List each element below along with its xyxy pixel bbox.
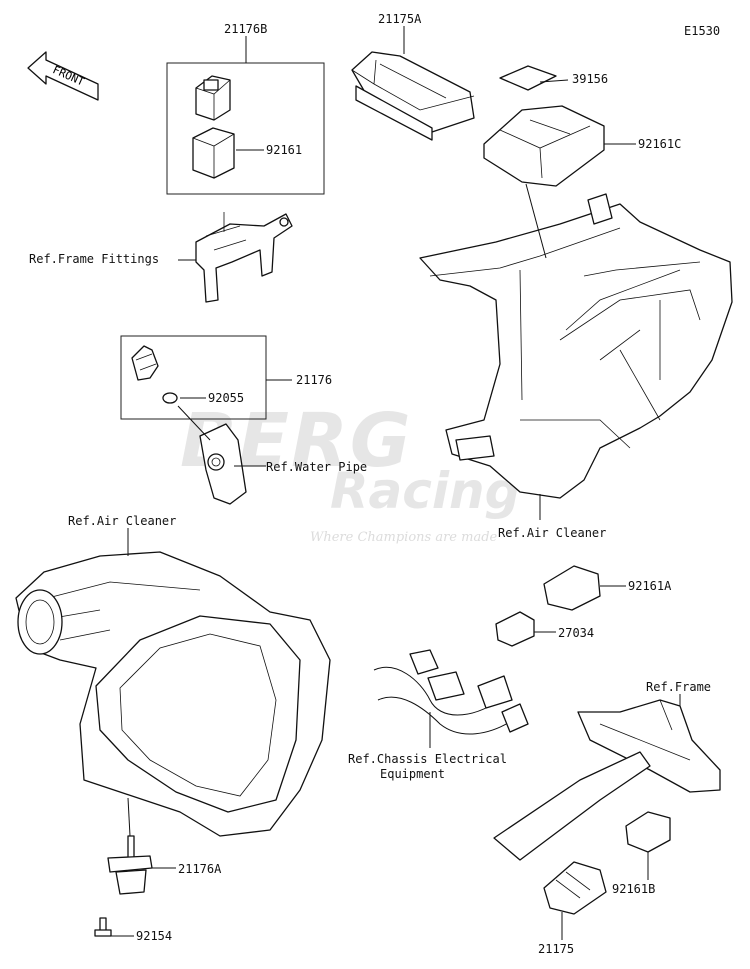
rear-frame-section: [419, 193, 733, 499]
holder-92161C: [483, 105, 605, 187]
part-92161B: 92161B: [612, 882, 656, 896]
ref-chassis-equipment: Equipment: [380, 767, 446, 781]
part-92161: 92161: [266, 143, 303, 157]
sensor-21176: [131, 345, 178, 404]
front-arrow-icon: FRONT: [27, 51, 99, 101]
part-92161A: 92161A: [628, 579, 672, 593]
air-cleaner-housing: [15, 551, 331, 837]
connector-27034: [495, 611, 535, 647]
ref-frame-fittings: Ref.Frame Fittings: [29, 252, 160, 266]
part-21176B: 21176B: [224, 22, 268, 36]
part-92161C: 92161C: [638, 137, 682, 151]
ref-air-cleaner-right: Ref.Air Cleaner: [498, 526, 607, 540]
wiring-harness: [373, 649, 529, 735]
ref-water-pipe: Ref.Water Pipe: [266, 460, 368, 474]
ecu-21175A: [351, 51, 475, 141]
sensor-21176B: [195, 75, 231, 121]
pad-39156: [499, 65, 557, 91]
sensor-21176A: [107, 835, 153, 895]
watermark-sub: Racing: [330, 462, 521, 520]
group-box-21176B: [166, 62, 325, 195]
water-pipe: [199, 423, 247, 505]
group-box-21176: [120, 335, 267, 420]
frame-rail: [493, 699, 721, 861]
ref-air-cleaner-left: Ref.Air Cleaner: [68, 514, 177, 528]
boot-92161: [192, 127, 235, 179]
boot-92161A: [543, 565, 601, 611]
part-21175A: 21175A: [378, 12, 422, 26]
part-92055: 92055: [208, 391, 245, 405]
part-39156: 39156: [572, 72, 609, 86]
part-21176A: 21176A: [178, 862, 222, 876]
watermark-tagline: Where Champions are made: [310, 530, 498, 545]
sensor-21175: [543, 861, 607, 915]
frame-fittings-bracket: [195, 212, 293, 303]
ref-frame: Ref.Frame: [646, 680, 712, 694]
part-27034: 27034: [558, 626, 595, 640]
ref-chassis-electrical: Ref.Chassis Electrical: [348, 752, 507, 766]
screw-92154: [94, 917, 112, 937]
part-21176: 21176: [296, 373, 333, 387]
diagram-code: E1530: [684, 24, 721, 38]
part-92154: 92154: [136, 929, 173, 943]
boot-92161B: [625, 811, 671, 853]
part-21175: 21175: [538, 942, 575, 956]
